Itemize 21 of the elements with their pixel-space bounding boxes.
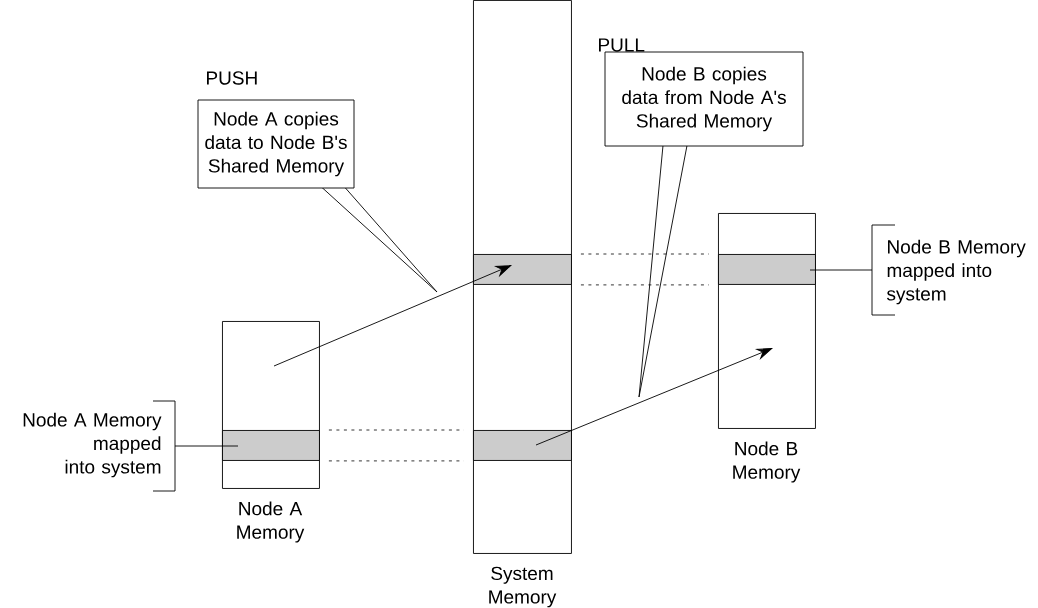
bracket-label: Node B Memory mapped into system <box>887 239 1026 305</box>
dotted-line <box>328 429 465 431</box>
dotted-line <box>580 284 710 286</box>
memory-label: System Memory <box>489 566 557 608</box>
leader-line <box>174 445 239 447</box>
callout-heading: PULL <box>599 38 645 52</box>
arrow <box>273 265 512 367</box>
callout-box: Node B copies data from Node A's Shared Memory <box>604 51 804 147</box>
shaded-region <box>222 430 320 461</box>
arrow <box>535 348 773 446</box>
leader-line <box>809 269 873 271</box>
dotted-line <box>328 460 465 462</box>
shaded-region <box>718 254 816 285</box>
shaded-region <box>473 430 572 461</box>
shaded-region <box>473 254 572 285</box>
memory-label: Node B Memory <box>733 441 801 483</box>
dotted-line <box>580 253 710 255</box>
bracket-label: Node A Memory mapped into system <box>23 412 162 478</box>
memory-label: Node A Memory <box>237 501 305 543</box>
callout-heading: PUSH <box>207 71 257 85</box>
callout-box: Node A copies data to Node B's Shared Memory <box>197 99 355 189</box>
